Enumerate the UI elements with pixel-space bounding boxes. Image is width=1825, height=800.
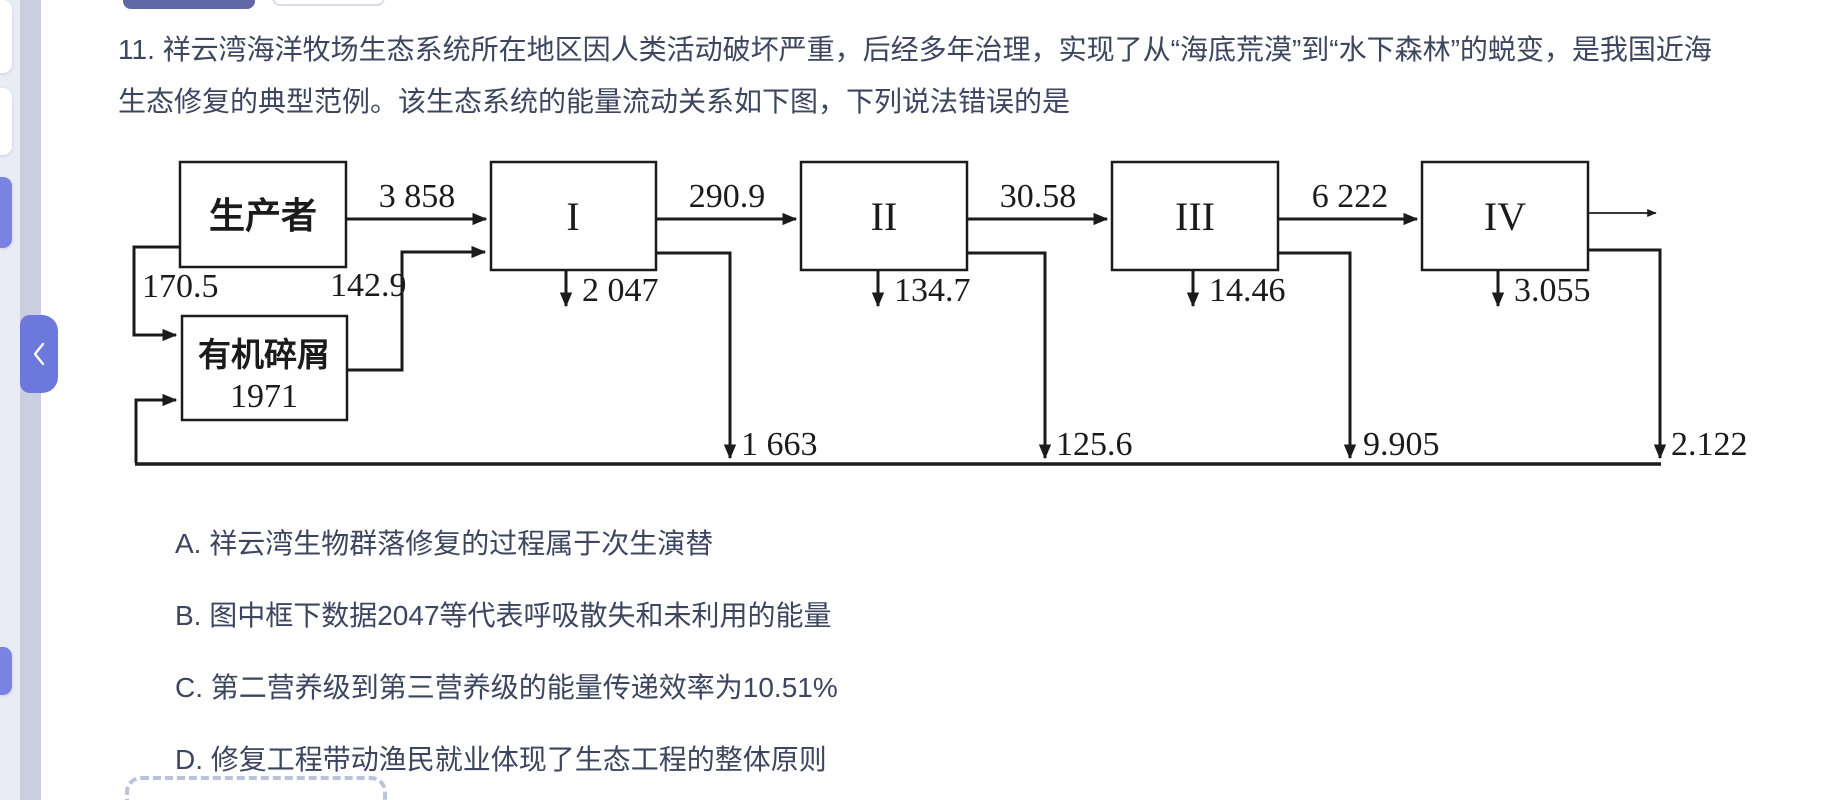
label-trophic-2: II [871,194,898,239]
value-2-respiration: 134.7 [894,272,971,309]
value-producers-to-debris: 170.5 [142,268,219,305]
value-4-respiration: 3.055 [1514,272,1591,309]
page-thumbnail-active[interactable] [0,177,12,248]
value-1-respiration: 2 047 [582,272,659,309]
arrow-2-to-bottom [967,251,1052,460]
option-d[interactable]: D. 修复工程带动渔民就业体现了生态工程的整体原则 [175,744,827,775]
page-thumbnail-active[interactable] [0,647,12,695]
box-trophic-3 [1110,160,1280,272]
option-c[interactable]: C. 第二营养级到第三营养级的能量传递效率为10.51% [175,672,838,703]
question-line-1: 11. 祥云湾海洋牧场生态系统所在地区因人类活动破坏严重，后经多年治理，实现了从… [118,34,1712,65]
arrow-1-to-bottom [656,251,737,460]
question-line-2: 生态修复的典型范例。该生态系统的能量流动关系如下图，下列说法错误的是 [118,86,1071,117]
sidebar-collapse-button[interactable] [20,315,58,393]
value-4-to-bottom: 2.122 [1671,426,1748,463]
box-trophic-2 [799,160,969,272]
toolbar-button-outline-partial[interactable] [272,0,385,6]
value-debris-to-1: 142.9 [330,267,407,304]
label-trophic-3: III [1175,194,1215,239]
box-trophic-4 [1420,160,1590,272]
sidebar-rail [20,0,41,800]
page-thumbnail-strip [0,0,20,800]
value-1-to-2: 290.9 [689,178,766,215]
label-trophic-1: I [566,194,579,239]
value-2-to-3: 30.58 [1000,178,1077,215]
value-3-respiration: 14.46 [1209,272,1286,309]
value-2-to-bottom: 125.6 [1056,426,1133,463]
box-producers [178,160,348,269]
arrow-3-to-bottom [1278,251,1357,460]
arrow-producers-to-debris [132,245,180,342]
value-3-to-bottom: 9.905 [1363,426,1440,463]
page-thumbnail[interactable] [0,0,12,73]
arrow-debris-to-1 [347,245,487,372]
box-organic-debris [180,314,349,422]
label-debris: 有机碎屑 [198,337,330,374]
label-trophic-4: IV [1484,194,1526,239]
arrow-return-to-debris [134,393,178,463]
option-a[interactable]: A. 祥云湾生物群落修复的过程属于次生演替 [175,528,714,559]
page-thumbnail[interactable] [0,88,12,155]
value-3-to-4: 6 222 [1312,178,1389,215]
value-1-to-bottom: 1 663 [741,426,818,463]
question-stem: 11. 祥云湾海洋牧场生态系统所在地区因人类活动破坏严重，后经多年治理，实现了从… [118,24,1808,128]
arrow-4-to-bottom [1588,248,1667,460]
toolbar-button-partial[interactable] [123,0,255,9]
label-debris-value: 1971 [230,378,298,415]
selection-region-dashed [125,776,387,800]
option-b[interactable]: B. 图中框下数据2047等代表呼吸散失和未利用的能量 [175,600,832,631]
value-producers-to-1: 3 858 [379,178,456,215]
label-producers: 生产者 [209,196,317,236]
box-trophic-1 [489,160,658,272]
chevron-left-icon [33,342,45,366]
